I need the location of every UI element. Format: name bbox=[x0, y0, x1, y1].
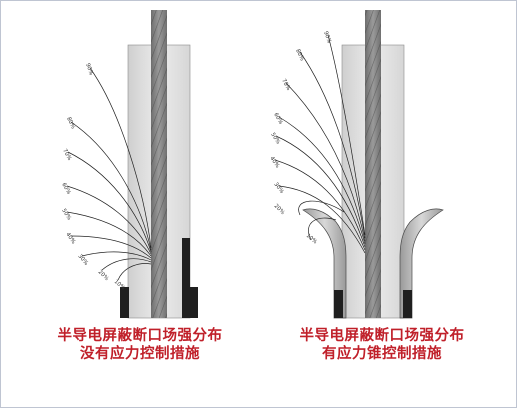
right-semicon-shield-left bbox=[334, 290, 343, 318]
left-label-60pct: 60% bbox=[60, 182, 71, 196]
right-caption: 半导电屏蔽断口场强分布 有应力锥控制措施 bbox=[262, 327, 502, 363]
left-outer-jacket-right bbox=[190, 287, 198, 318]
right-line-70pct bbox=[285, 82, 366, 242]
left-line-20pct bbox=[101, 258, 152, 271]
right-conductor-strands bbox=[365, 10, 381, 318]
right-label-20pct: 20% bbox=[273, 203, 286, 216]
right-line-20pct bbox=[298, 200, 345, 216]
left-equipotential-lines bbox=[66, 67, 152, 281]
left-semicon-shield bbox=[182, 238, 190, 318]
right-label-70pct: 70% bbox=[280, 78, 291, 92]
left-caption-line1: 半导电屏蔽断口场强分布 bbox=[57, 327, 223, 344]
left-cable: 90%80%70%60%50%40%30%20%10% bbox=[60, 10, 198, 319]
right-label-50pct: 50% bbox=[269, 132, 281, 146]
right-line-50pct bbox=[275, 135, 366, 248]
left-line-10pct bbox=[117, 263, 152, 281]
left-label-70pct: 70% bbox=[61, 148, 72, 162]
right-equipotential-lines bbox=[274, 34, 366, 254]
left-label-30pct: 30% bbox=[76, 253, 88, 266]
left-label-90pct: 90% bbox=[84, 63, 94, 77]
right-caption-line2: 有应力锥控制措施 bbox=[322, 345, 442, 362]
left-line-40pct bbox=[70, 235, 152, 259]
right-label-80pct: 80% bbox=[294, 48, 305, 62]
right-semicon-shield-right bbox=[403, 290, 412, 318]
left-outer-jacket bbox=[120, 287, 129, 318]
left-line-30pct bbox=[81, 251, 152, 261]
right-label-90pct: 90% bbox=[322, 31, 332, 45]
right-caption-line1: 半导电屏蔽断口场强分布 bbox=[299, 327, 465, 344]
right-line-40pct bbox=[274, 159, 366, 251]
left-line-80pct bbox=[70, 121, 152, 251]
left-label-80pct: 80% bbox=[65, 116, 76, 130]
left-conductor-strands bbox=[151, 10, 167, 318]
right-line-60pct bbox=[278, 116, 366, 245]
right-label-60pct: 60% bbox=[272, 112, 283, 126]
left-line-90pct bbox=[89, 67, 152, 249]
right-line-10pct bbox=[308, 217, 337, 241]
left-caption: 半导电屏蔽断口场强分布 没有应力控制措施 bbox=[20, 327, 260, 363]
left-label-40pct: 40% bbox=[64, 232, 76, 245]
left-line-60pct bbox=[66, 185, 152, 255]
right-label-10pct: 10% bbox=[305, 233, 318, 245]
left-percent-labels: 90%80%70%60%50%40%30%20%10% bbox=[60, 63, 126, 292]
left-line-70pct bbox=[67, 151, 152, 253]
left-label-50pct: 50% bbox=[60, 208, 72, 222]
right-label-30pct: 30% bbox=[272, 182, 284, 195]
right-line-30pct bbox=[278, 185, 366, 254]
right-cable: 90% 80% 70% 60% 50% 40% 30% 20% 10% bbox=[268, 10, 444, 319]
right-label-40pct: 40% bbox=[268, 156, 280, 169]
left-caption-line2: 没有应力控制措施 bbox=[80, 345, 200, 362]
right-line-90pct bbox=[327, 34, 366, 236]
left-label-20pct: 20% bbox=[97, 269, 110, 282]
left-line-50pct bbox=[66, 211, 152, 257]
right-line-80pct bbox=[299, 51, 366, 239]
